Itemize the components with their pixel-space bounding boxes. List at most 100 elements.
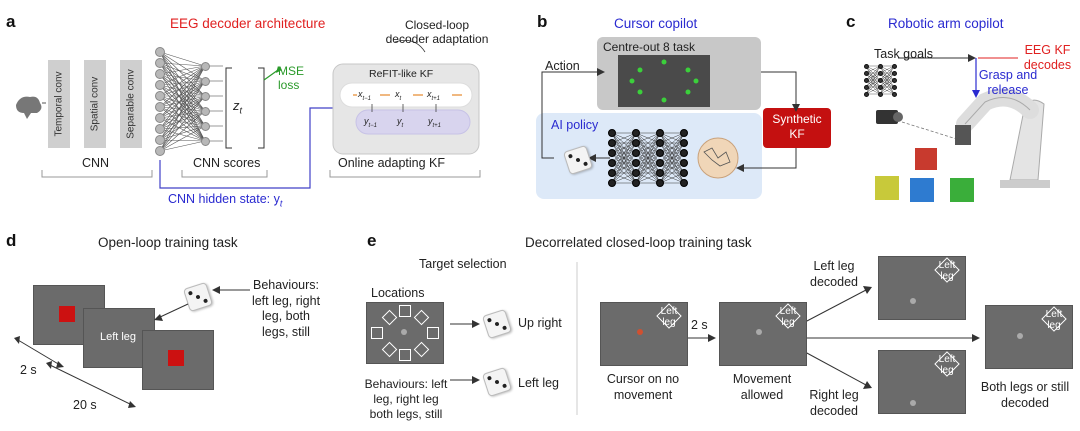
target-text-5: Left leg	[1045, 309, 1063, 331]
policy-node	[632, 149, 640, 157]
network-node	[155, 80, 165, 90]
target-dot	[637, 67, 643, 73]
network-node	[155, 47, 165, 57]
target-text-3: Left leg	[938, 260, 956, 282]
task-node	[877, 91, 883, 97]
panel-c-title: Robotic arm copilot	[888, 16, 1004, 31]
location-target	[399, 305, 411, 317]
network-node	[155, 146, 165, 156]
policy-node	[608, 129, 616, 137]
task-node	[863, 70, 869, 76]
both-still-label: Both legs or still decoded	[980, 380, 1070, 410]
task-node	[877, 84, 883, 90]
task-node	[891, 70, 897, 76]
policy-node	[632, 129, 640, 137]
eeg-kf-label: EEG KF decodes	[1023, 43, 1072, 72]
network-node	[200, 91, 210, 101]
network-node	[155, 135, 165, 145]
separable-conv-layer: Separable conv	[120, 60, 142, 148]
task-label: Centre-out 8 task	[603, 40, 696, 54]
location-center-dot	[401, 329, 407, 335]
network-node	[200, 106, 210, 116]
left-decoded-screen	[878, 256, 966, 320]
task-node	[891, 91, 897, 97]
policy-node	[656, 169, 664, 177]
policy-node	[656, 159, 664, 167]
network-node	[155, 91, 165, 101]
policy-node	[632, 169, 640, 177]
temporal-conv-layer: Temporal conv	[48, 60, 70, 148]
network-node	[155, 58, 165, 68]
target-dot	[629, 78, 635, 84]
target-dot	[637, 89, 643, 95]
policy-node	[608, 159, 616, 167]
task-node	[863, 91, 869, 97]
panel-b-letter: b	[537, 12, 548, 31]
network-node	[200, 136, 210, 146]
cursor-screen	[600, 302, 688, 366]
cursor-dot-3	[910, 298, 916, 304]
policy-node	[680, 169, 688, 177]
up-right-label: Up right	[518, 316, 562, 330]
two-s-label: 2 s	[691, 318, 708, 332]
network-node	[155, 124, 165, 134]
task-node	[891, 77, 897, 83]
time-2s-label: 2 s	[20, 363, 37, 377]
policy-node	[680, 159, 688, 167]
online-kf-label: Online adapting KF	[338, 156, 446, 170]
policy-node	[632, 179, 640, 187]
location-target	[371, 327, 383, 339]
kf-state-prev: xt−1	[358, 89, 372, 102]
panel-d-letter: d	[6, 231, 17, 250]
hidden-state-label: CNN hidden state: yt	[168, 192, 283, 209]
movement-label: Movement allowed	[732, 372, 792, 402]
action-label: Action	[545, 59, 580, 73]
behaviours-label-d: Behaviours: left leg, right leg, both le…	[251, 278, 321, 339]
cnn-scores-label: CNN scores	[193, 156, 261, 170]
target-selection-label: Target selection	[419, 257, 507, 271]
target-dot	[661, 59, 667, 65]
policy-node	[608, 169, 616, 177]
cursor-dot-2	[756, 329, 762, 335]
grasp-label: Grasp and release	[978, 68, 1038, 97]
policy-node	[656, 179, 664, 187]
right-decoded-label: Right leg decoded	[809, 388, 859, 418]
network-node	[155, 69, 165, 79]
target-dot	[685, 89, 691, 95]
screen-2-text: Left leg	[99, 331, 137, 343]
kf-obs-prev: yt−1	[364, 116, 378, 129]
policy-node	[632, 139, 640, 147]
task-node	[891, 63, 897, 69]
task-node	[877, 70, 883, 76]
z-label: zt	[233, 98, 243, 116]
locations-label: Locations	[371, 286, 425, 300]
panel-b-title: Cursor copilot	[614, 16, 698, 31]
target-text-1: Left leg	[660, 306, 678, 328]
network-node	[200, 61, 210, 71]
policy-node	[608, 139, 616, 147]
behaviours-label-e: Behaviours: left leg, right leg both leg…	[364, 377, 448, 421]
target-dot	[661, 97, 667, 103]
task-node	[877, 77, 883, 83]
spatial-conv-layer: Spatial conv	[84, 60, 106, 148]
target-dot	[685, 67, 691, 73]
panel-c-letter: c	[846, 12, 856, 31]
closed-loop-title: Closed-loop decoder adaptation	[385, 18, 489, 46]
policy-node	[680, 149, 688, 157]
both-still-screen	[985, 305, 1073, 369]
panel-e-letter: e	[367, 231, 377, 250]
ai-policy-label: AI policy	[551, 118, 599, 132]
cnn-label: CNN	[82, 156, 110, 170]
policy-node	[680, 179, 688, 187]
policy-node	[656, 149, 664, 157]
location-target	[427, 327, 439, 339]
task-node	[863, 77, 869, 83]
synthetic-kf-label: Synthetic KF	[772, 112, 822, 141]
panel-a-letter: a	[6, 12, 16, 31]
cursor-dot-red	[637, 329, 643, 335]
cursor-dot-5	[1017, 333, 1023, 339]
kf-state-curr: xt	[395, 89, 402, 102]
left-decoded-label: Left leg decoded	[810, 259, 858, 289]
